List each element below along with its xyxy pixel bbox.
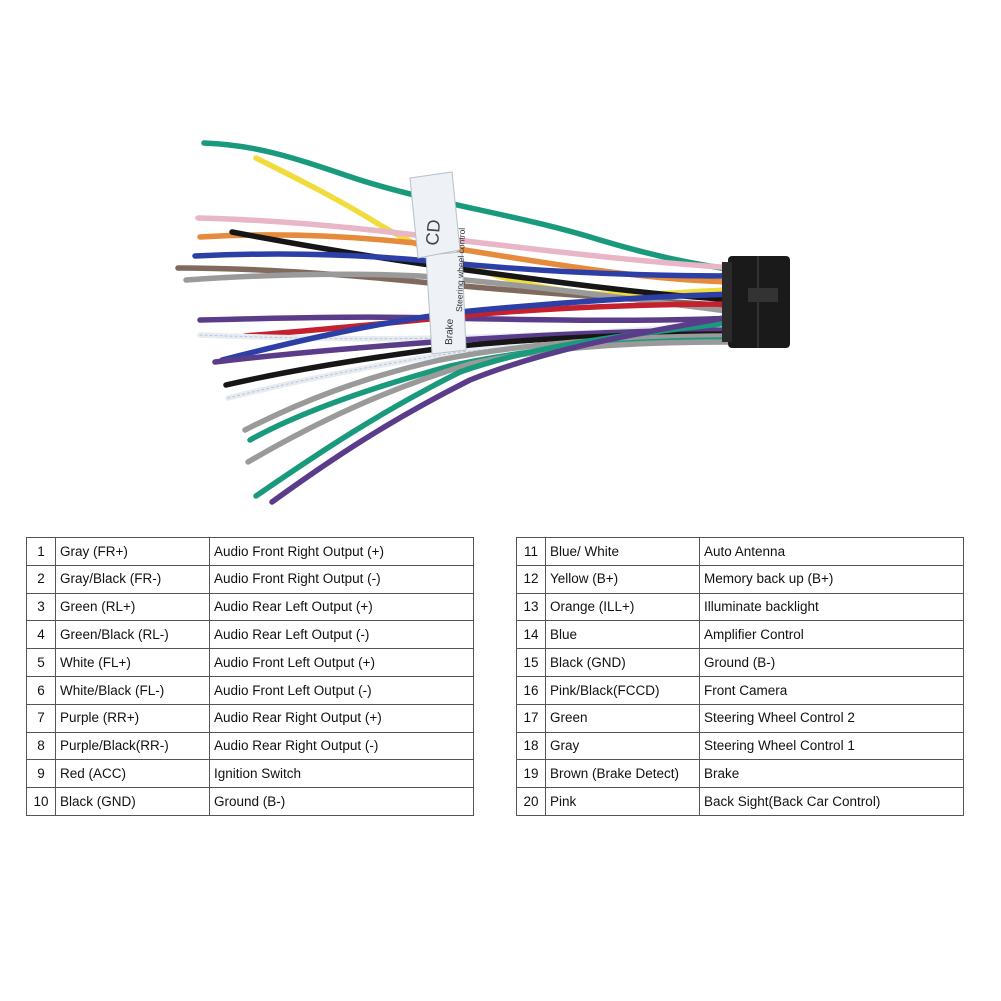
pin-function: Front Camera [699, 675, 964, 705]
wire-color: Orange (ILL+) [545, 592, 700, 622]
wire-color: Green [545, 703, 700, 733]
pin-function: Audio Front Left Output (+) [209, 648, 474, 677]
wire-color: Purple/Black(RR-) [55, 731, 210, 761]
pin-function: Ignition Switch [209, 759, 474, 789]
connector-block [722, 256, 790, 348]
pin-number: 5 [26, 648, 56, 677]
pin-number: 11 [516, 537, 546, 566]
pin-number: 16 [516, 675, 546, 705]
wire-harness-illustration: Brake Steering wheel control CD [175, 140, 790, 505]
wire-gray [242, 333, 738, 433]
pin-number: 9 [26, 759, 56, 789]
pin-function: Audio Rear Left Output (+) [209, 592, 474, 622]
connector-latch [722, 262, 732, 342]
pin-function: Steering Wheel Control 1 [699, 731, 964, 761]
wire-color: Yellow (B+) [545, 564, 700, 594]
pin-function: Audio Rear Left Output (-) [209, 620, 474, 650]
wire-color: Brown (Brake Detect) [545, 759, 700, 789]
wire-color: Green/Black (RL-) [55, 620, 210, 650]
wire-color: Purple (RR+) [55, 703, 210, 733]
pin-number: 13 [516, 592, 546, 622]
pin-number: 19 [516, 759, 546, 789]
wire-gray [183, 271, 738, 315]
wire-color: Gray [545, 731, 700, 761]
wire-gray [245, 339, 738, 465]
pin-number: 18 [516, 731, 546, 761]
wire-color: Pink [545, 787, 700, 816]
pin-number: 12 [516, 564, 546, 594]
pin-function: Audio Rear Right Output (+) [209, 703, 474, 733]
wire-color: Gray (FR+) [55, 537, 210, 566]
pin-function: Illuminate backlight [699, 592, 964, 622]
pin-function: Brake [699, 759, 964, 789]
pin-function: Audio Rear Right Output (-) [209, 731, 474, 761]
tag-text-brake: Brake [444, 318, 456, 345]
pin-function: Audio Front Left Output (-) [209, 675, 474, 705]
wire-color: Green (RL+) [55, 592, 210, 622]
pin-number: 2 [26, 564, 56, 594]
connector-slot [748, 288, 778, 302]
pin-number: 14 [516, 620, 546, 650]
wire-color: Red (ACC) [55, 759, 210, 789]
wire-color: White (FL+) [55, 648, 210, 677]
wire-color: White/Black (FL-) [55, 675, 210, 705]
pin-function: Ground (B-) [699, 648, 964, 677]
pin-function: Memory back up (B+) [699, 564, 964, 594]
pin-function: Back Sight(Back Car Control) [699, 787, 964, 816]
pin-number: 17 [516, 703, 546, 733]
pin-number: 1 [26, 537, 56, 566]
pin-number: 4 [26, 620, 56, 650]
pin-number: 6 [26, 675, 56, 705]
pin-function: Amplifier Control [699, 620, 964, 650]
wire-purple [269, 313, 738, 505]
pin-function: Ground (B-) [209, 787, 474, 816]
pin-number: 8 [26, 731, 56, 761]
pin-number: 10 [26, 787, 56, 816]
wire-color: Black (GND) [545, 648, 700, 677]
wire-color: Gray/Black (FR-) [55, 564, 210, 594]
cd-tag: CD [409, 171, 461, 259]
pin-number: 3 [26, 592, 56, 622]
wire-red [242, 301, 738, 339]
wire-color: Black (GND) [55, 787, 210, 816]
tag-text-cd: CD [422, 219, 444, 247]
pin-function: Audio Front Right Output (+) [209, 537, 474, 566]
wire-green [201, 140, 738, 273]
pin-function: Auto Antenna [699, 537, 964, 566]
pin-number: 15 [516, 648, 546, 677]
pin-function: Audio Front Right Output (-) [209, 564, 474, 594]
wire-color: Blue [545, 620, 700, 650]
wire-color: Pink/Black(FCCD) [545, 675, 700, 705]
pin-function: Steering Wheel Control 2 [699, 703, 964, 733]
pin-number: 7 [26, 703, 56, 733]
wire-color: Blue/ White [545, 537, 700, 566]
wire-tags: Brake Steering wheel control CD [409, 171, 467, 355]
pin-number: 20 [516, 787, 546, 816]
